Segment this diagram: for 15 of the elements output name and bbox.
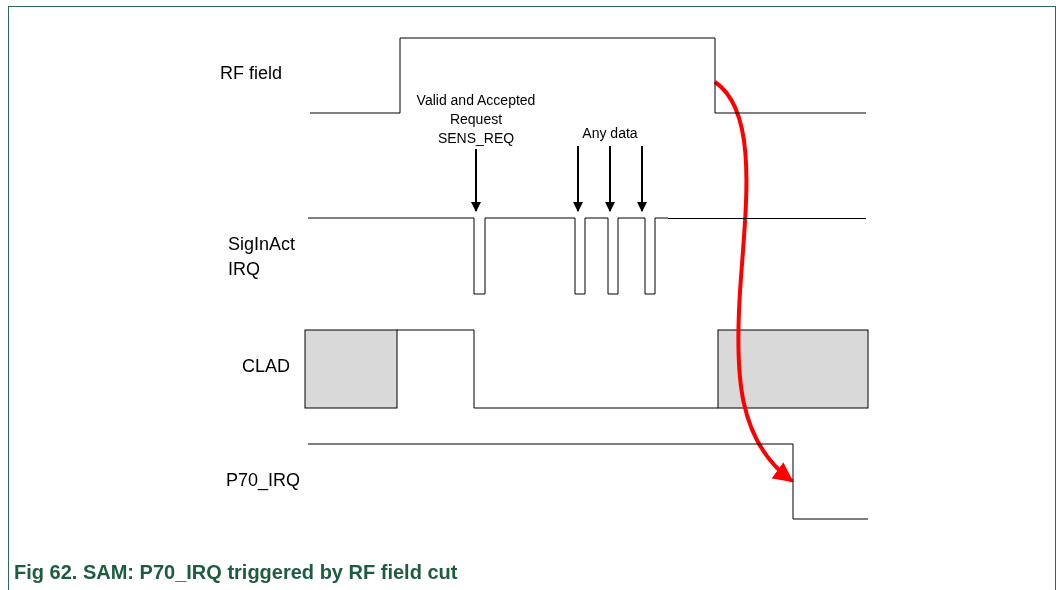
figure-caption: Fig 62. SAM: P70_IRQ triggered by RF field cut xyxy=(14,561,458,584)
signal-name: P70_IRQ xyxy=(226,470,301,491)
annotation-text: Any data xyxy=(560,124,660,144)
timing-waveform xyxy=(308,443,868,520)
signal-name: RF field xyxy=(220,63,282,84)
signal-name: SigInAct IRQ xyxy=(228,233,297,281)
arrow xyxy=(471,148,481,212)
arrow xyxy=(637,145,647,212)
annotation-text: Valid and Accepted Request SENS_REQ xyxy=(415,91,537,147)
arrow xyxy=(573,145,583,212)
signal-name: CLAD xyxy=(242,356,290,377)
arrow xyxy=(713,80,794,483)
arrow xyxy=(605,145,615,212)
timing-waveform xyxy=(308,217,668,295)
timing-waveform xyxy=(310,37,866,114)
